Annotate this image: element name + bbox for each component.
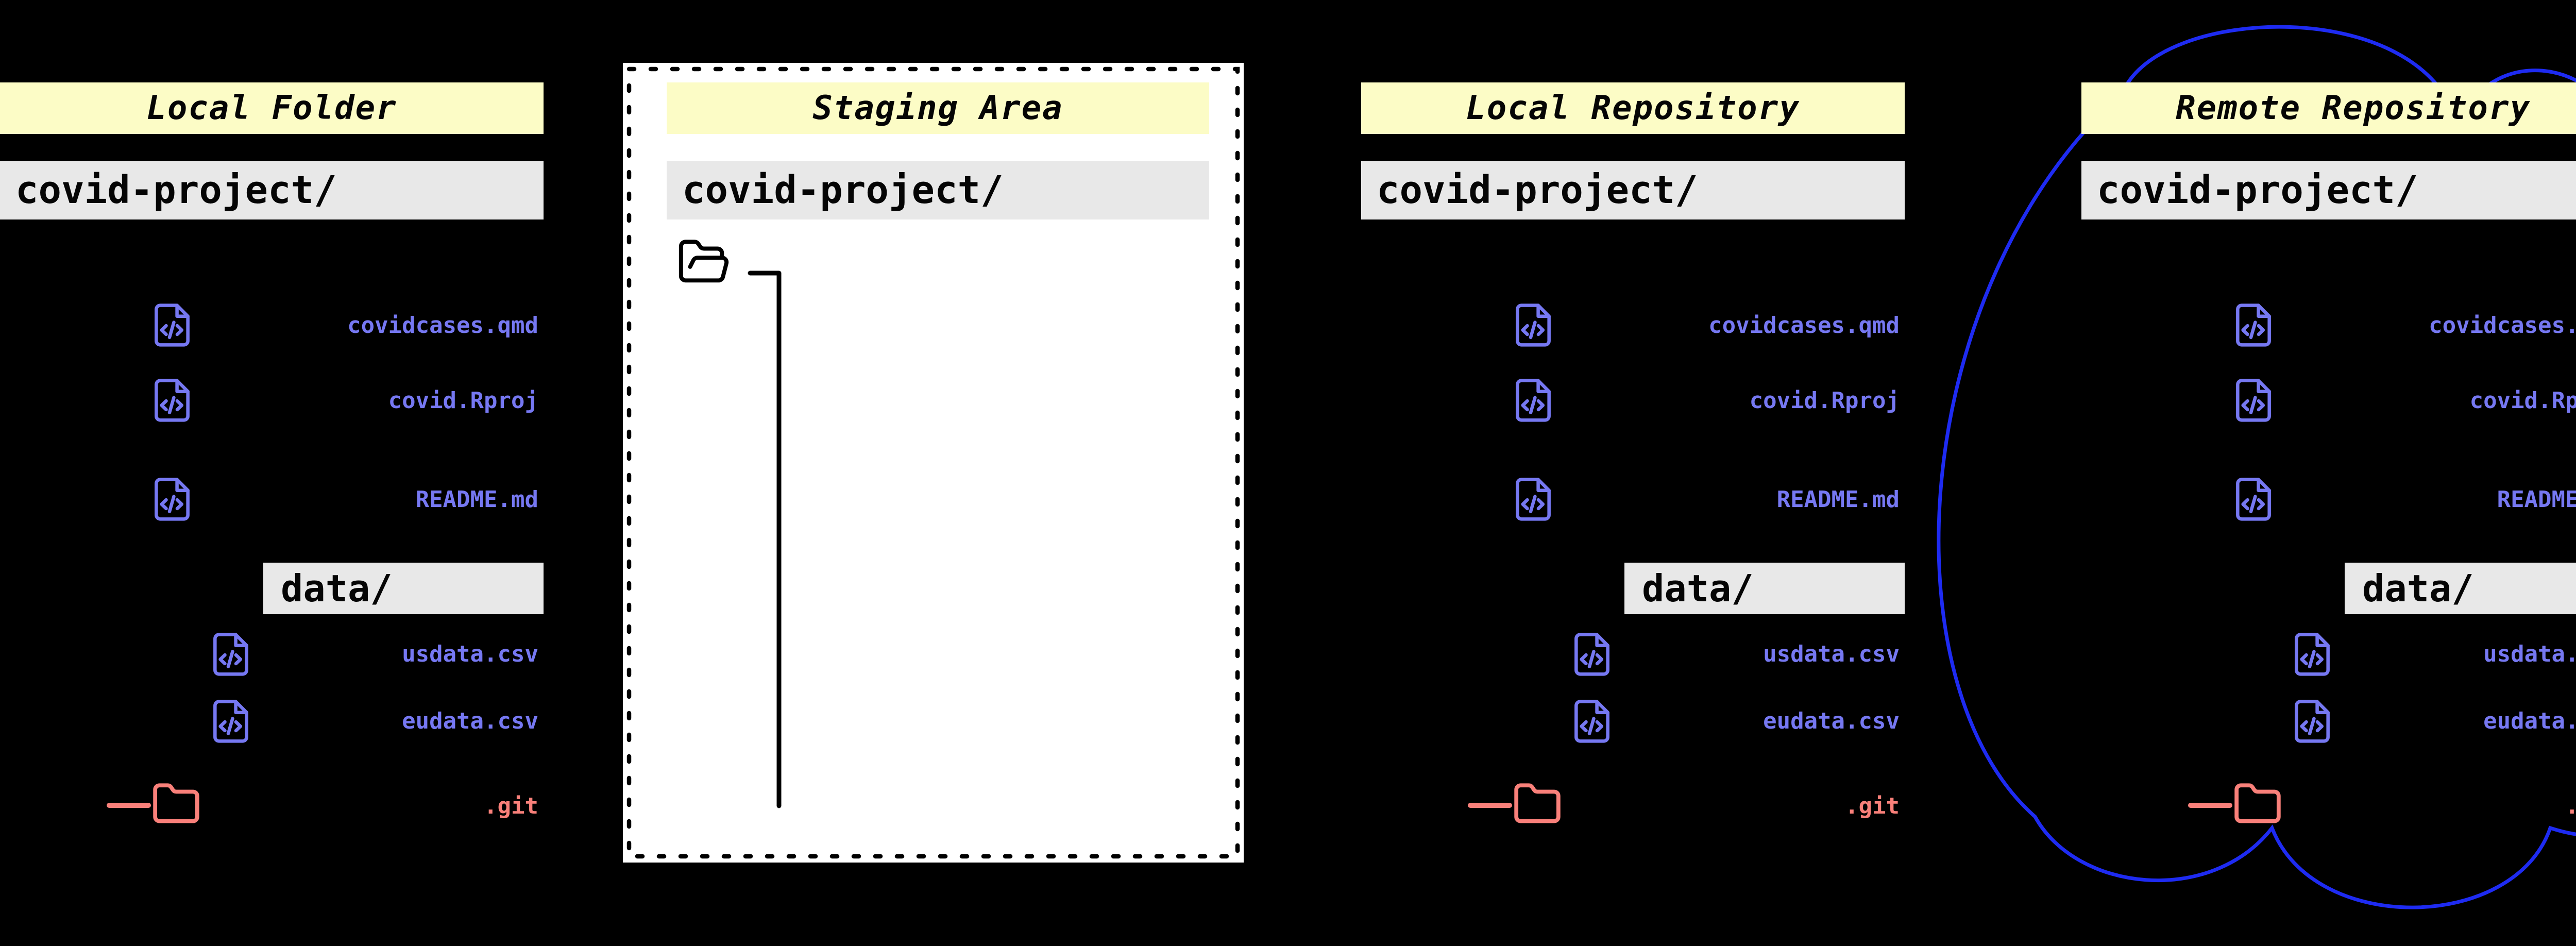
column-title: Remote Repository <box>2081 82 2576 134</box>
root-folder-label: covid-project/ <box>1361 161 1905 219</box>
file-label: eudata.csv <box>1763 708 1900 734</box>
cloud-outline <box>1937 25 2576 909</box>
file-label: covid.Rproj <box>1749 387 1900 414</box>
column-title: Local Folder <box>0 82 544 134</box>
git-folder-label: .git <box>1845 793 1900 819</box>
file-label: covidcases.qmd <box>1708 312 1900 339</box>
file-label: README.md <box>2497 486 2576 513</box>
file-label: covidcases.qmd <box>2429 312 2576 339</box>
file-label: eudata.csv <box>402 708 538 734</box>
git-folder-label: .git <box>2259 792 2576 821</box>
column-local-folder: Local Folder covid-project/ covidcases.q… <box>0 0 544 946</box>
file-label: usdata.csv <box>2483 641 2576 667</box>
file-label: covidcases.qmd <box>347 312 538 339</box>
column-title-staging-area: Staging Area <box>667 82 1209 134</box>
staging-panel-dashed-border <box>626 66 1240 859</box>
staging-tree-line <box>748 271 782 808</box>
subfolder-label: data/ <box>2345 563 2576 614</box>
subfolder-label: data/ <box>263 563 544 614</box>
file-label: eudata.csv <box>2483 708 2576 734</box>
root-folder-label: covid-project/ <box>0 161 544 219</box>
column-local-repository: Local Repository covid-project/ covidcas… <box>1361 0 1905 946</box>
subfolder-label: data/ <box>1624 563 1905 614</box>
root-folder-label: covid-project/ <box>667 161 1209 219</box>
file-label: README.md <box>1776 486 1900 513</box>
root-folder-label: covid-project/ <box>2081 161 2576 219</box>
column-remote-repository: Remote Repository covid-project/ covidca… <box>2081 0 2576 946</box>
file-label: covid.Rproj <box>2469 387 2576 414</box>
column-title: Local Repository <box>1361 82 1905 134</box>
file-label: usdata.csv <box>402 641 538 667</box>
file-label: usdata.csv <box>1763 641 1900 667</box>
file-label: covid.Rproj <box>388 387 538 414</box>
file-label: README.md <box>415 486 538 513</box>
git-folder-label: .git <box>484 793 538 819</box>
